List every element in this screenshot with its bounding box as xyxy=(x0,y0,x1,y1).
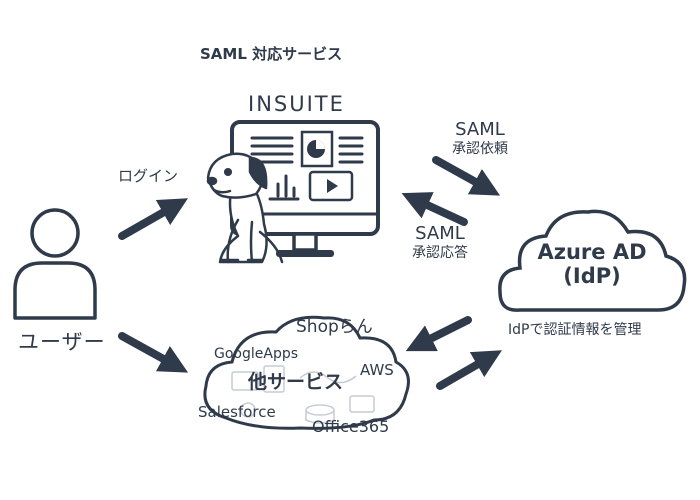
service-shopran: Shopらん xyxy=(296,317,373,337)
user-icon xyxy=(13,208,97,320)
screen-lines-widget xyxy=(338,136,364,164)
saml-response-arrow xyxy=(401,192,468,226)
saml-response-line2: 承認応答 xyxy=(412,244,468,261)
screen-video-widget xyxy=(308,170,354,202)
saml-response-line1: SAML xyxy=(415,223,465,244)
service-aws: AWS xyxy=(360,361,394,379)
other-services-label: 他サービス xyxy=(248,371,344,393)
saml-request-arrow xyxy=(432,156,501,196)
saml-request-line1: SAML xyxy=(455,119,505,140)
screen-list-widget xyxy=(250,136,294,164)
service-office365: Office365 xyxy=(312,417,390,436)
services-sketch-icons xyxy=(231,365,375,424)
screen-bar-widget xyxy=(268,174,300,201)
idp-line2: (IdP) xyxy=(563,264,621,289)
monitor-icon xyxy=(230,120,380,257)
login-arrow xyxy=(118,198,189,240)
idp-label: Azure AD (IdP) xyxy=(512,240,672,288)
login-label: ログイン xyxy=(118,167,179,185)
user-to-services-arrow xyxy=(118,332,189,373)
services-to-idp-arrow xyxy=(436,350,502,390)
app-name: INSUITE xyxy=(248,92,345,116)
idp-caption: IdPで認証情報を管理 xyxy=(508,322,642,338)
dog-mascot-icon xyxy=(206,152,284,264)
idp-to-services-arrow xyxy=(405,316,472,352)
user-label: ユーザー xyxy=(18,330,106,354)
service-googleapps: GoogleApps xyxy=(214,346,299,362)
cloud-icon xyxy=(498,209,687,312)
idp-line1: Azure AD xyxy=(537,240,647,264)
saml-services-title: SAML 対応サービス xyxy=(200,45,343,63)
saml-request-label: SAML 承認依頼 xyxy=(440,119,520,157)
saml-response-label: SAML 承認応答 xyxy=(400,223,480,261)
saml-request-line2: 承認依頼 xyxy=(452,140,508,157)
service-salesforce: Salesforce xyxy=(198,403,276,421)
screen-pie-widget xyxy=(300,130,334,168)
